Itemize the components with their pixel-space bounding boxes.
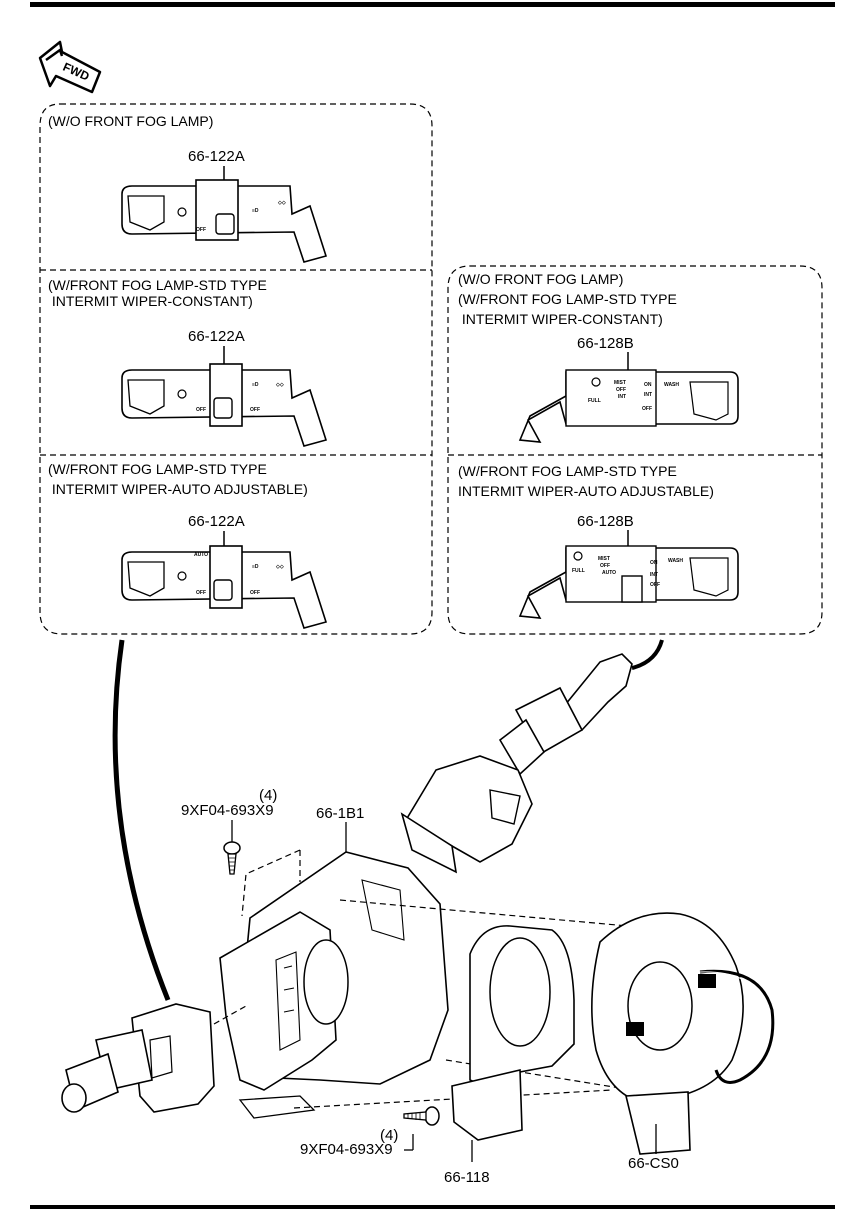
svg-text:≡D: ≡D bbox=[252, 208, 259, 214]
svg-text:WASH: WASH bbox=[668, 558, 683, 564]
svg-text:OFF: OFF bbox=[196, 407, 206, 413]
screw-top-icon bbox=[223, 841, 241, 875]
svg-text:◇◇: ◇◇ bbox=[275, 564, 284, 570]
left-panel-leader bbox=[112, 639, 171, 1001]
svg-text:OFF: OFF bbox=[196, 590, 206, 596]
right-s1-caption-2: (W/FRONT FOG LAMP-STD TYPE bbox=[458, 291, 677, 307]
bottom-rule bbox=[30, 1205, 835, 1209]
wiper-switch-drawing-1: MIST OFF INT FULL ON INT OFF WASH bbox=[518, 352, 739, 443]
right-s2-part-no: 66-128B bbox=[577, 513, 634, 530]
right-s2-caption-1: (W/FRONT FOG LAMP-STD TYPE bbox=[458, 463, 677, 479]
screw-bottom-part-no: 9XF04-693X9 bbox=[300, 1141, 393, 1158]
top-rule bbox=[30, 2, 835, 7]
svg-text:◇◇: ◇◇ bbox=[277, 200, 286, 206]
svg-text:OFF: OFF bbox=[250, 590, 260, 596]
svg-text:OFF: OFF bbox=[642, 406, 652, 412]
svg-text:MIST: MIST bbox=[614, 380, 626, 386]
right-s1-caption-3: INTERMIT WIPER-CONSTANT) bbox=[458, 311, 663, 327]
headlight-switch-drawing-2: OFF OFF ≡D ◇◇ bbox=[121, 346, 328, 447]
svg-text:WASH: WASH bbox=[664, 382, 679, 388]
left-s2-part-no: 66-122A bbox=[188, 328, 245, 345]
svg-text:OFF: OFF bbox=[650, 582, 660, 588]
svg-text:ON: ON bbox=[644, 382, 652, 388]
column-cover-part-no: 66-1B1 bbox=[316, 805, 364, 822]
svg-text:ON: ON bbox=[650, 560, 658, 566]
svg-text:AUTO: AUTO bbox=[602, 570, 616, 576]
right-panel-leader bbox=[631, 639, 664, 670]
screw-top-qty: (4) bbox=[259, 787, 277, 804]
svg-text:INT: INT bbox=[618, 394, 626, 400]
bracket-66-118 bbox=[451, 925, 575, 1141]
left-s2-caption-1: (W/FRONT FOG LAMP-STD TYPE bbox=[48, 277, 267, 293]
explosion-guide-lines bbox=[213, 899, 651, 1109]
right-s2-caption-2: INTERMIT WIPER-AUTO ADJUSTABLE) bbox=[458, 483, 714, 499]
svg-text:INT: INT bbox=[650, 572, 658, 578]
svg-text:INT: INT bbox=[644, 392, 652, 398]
svg-text:FULL: FULL bbox=[572, 568, 585, 574]
headlight-switch-drawing-1: OFF ≡D ◇◇ bbox=[121, 166, 328, 263]
column-cover-66-1b1 bbox=[219, 849, 449, 1119]
left-variant-panel: (W/O FRONT FOG LAMP) 66-122A (W/FRONT FO… bbox=[39, 103, 433, 635]
fwd-arrow-icon: FWD bbox=[38, 40, 102, 94]
screw-bottom-qty: (4) bbox=[380, 1127, 398, 1144]
right-s1-caption-1: (W/O FRONT FOG LAMP) bbox=[458, 271, 623, 287]
svg-text:OFF: OFF bbox=[250, 407, 260, 413]
svg-text:≡D: ≡D bbox=[252, 382, 259, 388]
left-s3-part-no: 66-122A bbox=[188, 513, 245, 530]
svg-text:◇◇: ◇◇ bbox=[275, 382, 284, 388]
headlight-switch-drawing-3: AUTO OFF OFF ≡D ◇◇ bbox=[121, 531, 328, 629]
svg-text:AUTO: AUTO bbox=[194, 552, 208, 558]
left-s1-part-no: 66-122A bbox=[188, 148, 245, 165]
svg-text:OFF: OFF bbox=[600, 563, 610, 569]
left-s1-caption-1: (W/O FRONT FOG LAMP) bbox=[48, 113, 213, 129]
screw-bottom-icon bbox=[403, 1106, 440, 1126]
left-s2-caption-2: INTERMIT WIPER-CONSTANT) bbox=[48, 293, 253, 309]
wiper-switch-drawing-2: MIST OFF AUTO FULL ON INT OFF WASH bbox=[518, 530, 739, 619]
clock-spring-66-cs0 bbox=[591, 912, 775, 1155]
svg-text:MIST: MIST bbox=[598, 556, 610, 562]
svg-text:FULL: FULL bbox=[588, 398, 601, 404]
screw-top-part-no: 9XF04-693X9 bbox=[181, 802, 274, 819]
headlight-switch-assembly bbox=[61, 1003, 215, 1113]
svg-text:OFF: OFF bbox=[616, 387, 626, 393]
left-s3-caption-2: INTERMIT WIPER-AUTO ADJUSTABLE) bbox=[48, 481, 308, 497]
clock-spring-part-no: 66-CS0 bbox=[628, 1155, 679, 1172]
left-s3-caption-1: (W/FRONT FOG LAMP-STD TYPE bbox=[48, 461, 267, 477]
svg-text:OFF: OFF bbox=[196, 227, 206, 233]
svg-text:≡D: ≡D bbox=[252, 564, 259, 570]
bracket-part-no: 66-118 bbox=[444, 1169, 490, 1186]
callout-leader-lines bbox=[231, 820, 657, 1162]
right-s1-part-no: 66-128B bbox=[577, 335, 634, 352]
right-variant-panel: (W/O FRONT FOG LAMP) (W/FRONT FOG LAMP-S… bbox=[447, 265, 823, 635]
wiper-switch-assembly bbox=[400, 653, 633, 874]
